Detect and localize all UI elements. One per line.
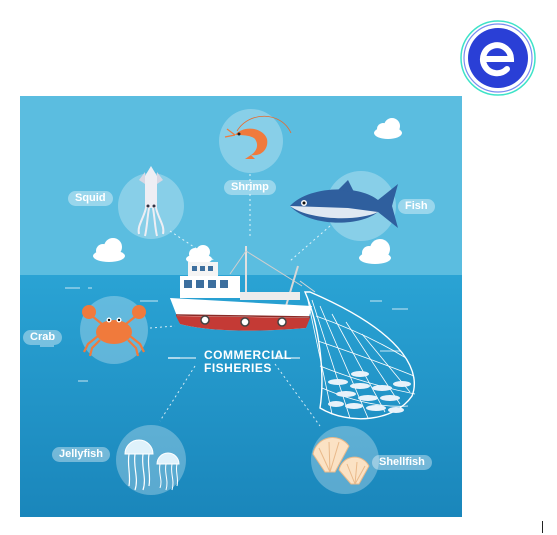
jellyfish-icon — [124, 439, 180, 491]
label-crab: Crab — [23, 330, 63, 345]
text-cursor — [542, 521, 543, 533]
commercial-fisheries-illustration: Shrimp Squid Fish Crab Jellyfish Shellfi… — [20, 96, 462, 517]
brand-logo — [458, 18, 538, 98]
squid-icon — [137, 166, 165, 237]
crab-icon — [82, 305, 146, 357]
label-shrimp: Shrimp — [224, 180, 276, 195]
label-fish: Fish — [398, 199, 435, 214]
fishing-boat — [170, 246, 316, 331]
cloud-icon — [93, 238, 125, 262]
label-shellfish: Shellfish — [372, 455, 432, 470]
shrimp-circle — [219, 109, 283, 173]
fish-icon — [290, 180, 398, 228]
title-line-2: FISHERIES — [204, 361, 272, 375]
title-line-1: COMMERCIAL — [204, 348, 292, 362]
fishing-net — [303, 291, 416, 420]
cloud-icon — [186, 245, 212, 264]
scene-artwork — [20, 96, 462, 517]
shell-icon — [312, 437, 370, 485]
label-squid: Squid — [68, 191, 113, 206]
connector-lines — [149, 174, 331, 427]
caught-fish — [328, 371, 411, 413]
shrimp-icon — [224, 115, 292, 159]
cloud-icon — [359, 239, 391, 264]
label-jellyfish: Jellyfish — [52, 447, 111, 462]
cloud-icon — [374, 118, 402, 139]
